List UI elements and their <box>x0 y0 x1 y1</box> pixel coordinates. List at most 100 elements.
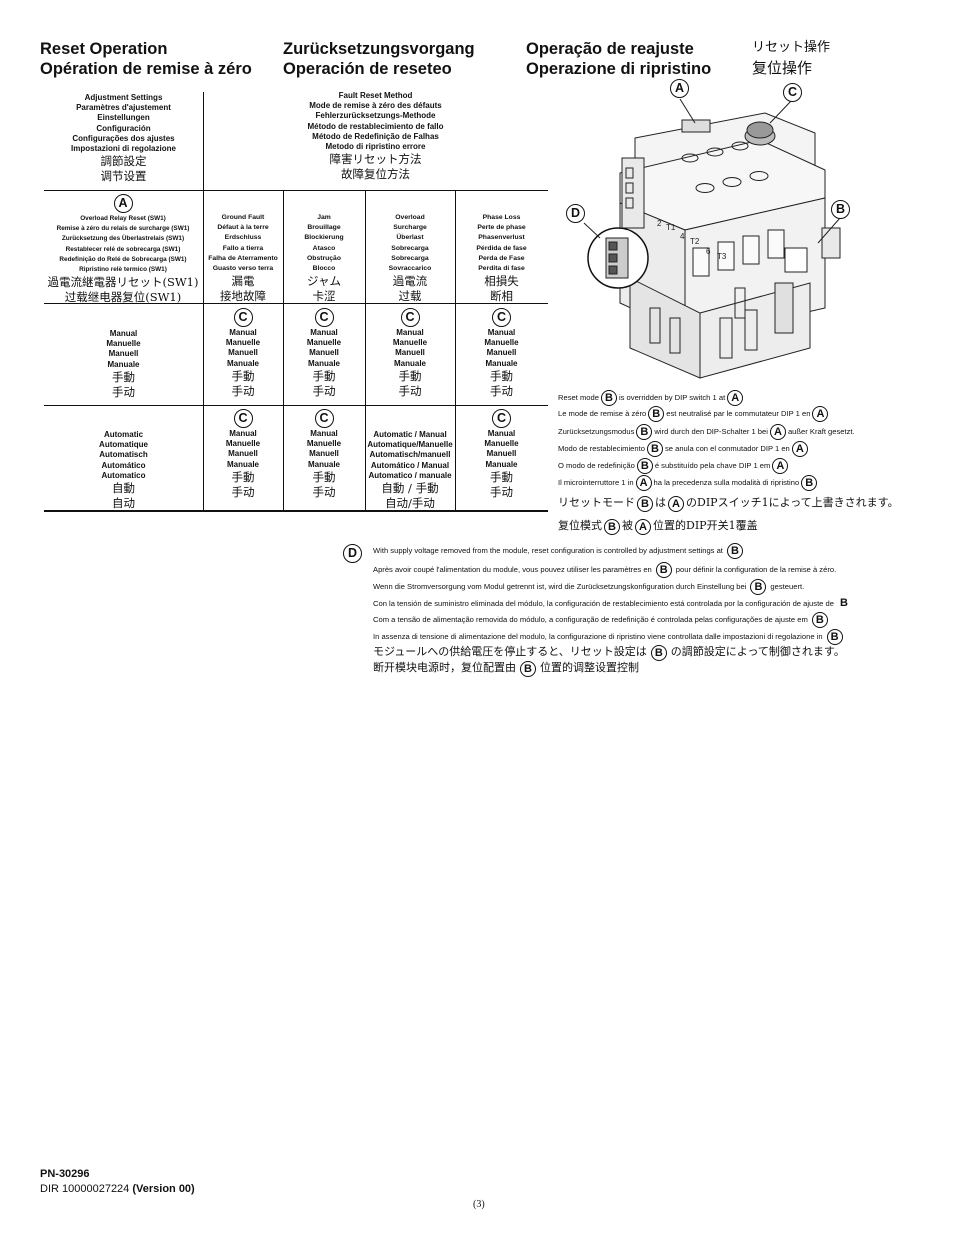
cell-line: Manual <box>310 429 338 438</box>
notes-d-marker: D <box>343 544 362 563</box>
cell-cn: 调节设置 <box>100 169 147 184</box>
note-text: 位置的DIP开关1覆盖 <box>653 519 758 532</box>
heading-cn: 复位操作 <box>752 59 813 77</box>
note-text: 位置的调整设置控制 <box>540 661 639 674</box>
cell-line: Sobrecarga <box>391 254 429 262</box>
cell-line: Manuelle <box>106 339 141 349</box>
cell-line: Manuale <box>485 459 518 469</box>
overload-relay-diagram: 2 T1 4 T2 6 T3 <box>583 98 841 379</box>
cell-cn: 手动 <box>398 383 422 398</box>
cell-jp: 手動 <box>231 469 255 484</box>
cell-line: Einstellungen <box>97 113 150 123</box>
diagram-marker-b: B <box>831 200 850 219</box>
note-text: Com a tensão de alimentação removida do … <box>373 615 808 624</box>
note-text: Il microinterruttore 1 in <box>558 478 634 487</box>
table-rule <box>44 190 548 191</box>
cell-cn: 故障复位方法 <box>341 167 410 182</box>
table-divider <box>203 406 204 510</box>
cell-jp: 過電流継電器リセット(SW1) <box>47 275 199 290</box>
cell-line: Brouillage <box>307 224 341 232</box>
cell-line: Défaut à la terre <box>217 224 269 232</box>
note-text: se anula con el conmutador DIP 1 en <box>664 444 790 453</box>
cell-cn: 过载 <box>398 289 422 304</box>
table-divider <box>203 304 204 405</box>
cell-cn: 过载继电器复位(SW1) <box>64 290 182 305</box>
note-text: Wenn die Stromversorgung vom Modul getre… <box>373 582 747 591</box>
marker-a: A <box>113 194 133 213</box>
terminal-label-4: 4 <box>680 232 685 241</box>
heading-col2: Zurücksetzungsvorgang Operación de reset… <box>283 39 475 79</box>
cell-line: Jam <box>317 214 331 221</box>
cell-line: Manuelle <box>392 338 428 348</box>
cell-jp: 相損失 <box>484 274 519 289</box>
cell-line: Perda de Fase <box>478 254 525 262</box>
cell-line: Manuale <box>226 358 259 368</box>
cell-line: Manuale <box>107 359 140 369</box>
cell-line: Atasco <box>312 244 336 252</box>
note-text: é substituído pela chave DIP 1 em <box>654 461 771 470</box>
cell-line: Manual <box>487 429 516 438</box>
cell-jp: 手動 <box>231 368 255 383</box>
cell-jp: 手動 <box>490 469 513 484</box>
cell-line: Overload <box>395 214 425 221</box>
cell-jp: 調節設定 <box>100 154 147 169</box>
cell-jp: 手動 <box>312 368 336 383</box>
heading-it: Operazione di ripristino <box>526 60 712 78</box>
cell-line: Automatique/Manuelle <box>367 440 453 450</box>
cell-line: Automatique <box>99 440 148 450</box>
cell-line: Manuell <box>228 449 258 459</box>
power-note: Après avoir coupé l'alimentation du modu… <box>373 562 836 578</box>
cell-line: Manual <box>396 328 424 337</box>
marker-wrap: C <box>203 308 283 327</box>
cell-line: Manuell <box>309 449 339 459</box>
cell-line: Manuell <box>486 449 517 459</box>
cell-cn: 手动 <box>312 484 336 499</box>
note-text: Reset mode <box>558 393 599 402</box>
cell-line: Método de restablecimiento de fallo <box>307 121 444 131</box>
note-marker: B <box>655 562 672 578</box>
cell-line: Método de Redefinição de Falhas <box>312 131 439 141</box>
marker-c: C <box>314 308 334 327</box>
diagram-marker-d: D <box>566 204 585 223</box>
cell-line: Pérdida de fase <box>476 244 527 252</box>
note-marker: B <box>826 629 843 645</box>
marker-c: C <box>233 308 253 327</box>
cell-line: Manuale <box>226 459 259 469</box>
note-text: ha la precedenza sulla modalità di ripri… <box>653 478 800 487</box>
cell-line: Restablecer relé de sobrecarga (SW1) <box>65 245 181 253</box>
diagram-marker-c: C <box>783 83 802 102</box>
cell-line: Manuelle <box>225 439 261 449</box>
cell-line: Automatico / manuale <box>368 470 452 480</box>
cell-line: Surcharge <box>393 224 427 232</box>
cell-line: Remise à zéro du relais de surcharge (SW… <box>56 225 190 233</box>
terminal-label-t2: T2 <box>690 237 700 246</box>
cell-line: Ripristino relè termico (SW1) <box>79 266 167 274</box>
document-id: DIR 10000027224 (Version 00) <box>40 1182 195 1196</box>
cell-line: Manual <box>109 329 138 338</box>
cell-line: Manuelle <box>225 338 261 348</box>
table-rule <box>44 303 548 304</box>
note-marker: B <box>636 424 653 440</box>
cell-line: Manuell <box>309 348 339 358</box>
heading-col4: リセット操作 复位操作 <box>752 38 830 78</box>
note-text: außer Kraft gesetzt. <box>787 427 855 436</box>
cell-line: Metodo di ripristino errore <box>325 142 426 152</box>
note-text: Zurücksetzungsmodus <box>558 427 635 436</box>
marker-wrap: C <box>203 409 283 428</box>
table-divider <box>455 304 456 405</box>
cell-line: Manuale <box>485 358 518 368</box>
note-text: Le mode de remise à zéro <box>558 409 647 418</box>
cell-line: Automatisch/manuell <box>369 450 451 460</box>
cell-jp: ジャム <box>307 274 341 289</box>
